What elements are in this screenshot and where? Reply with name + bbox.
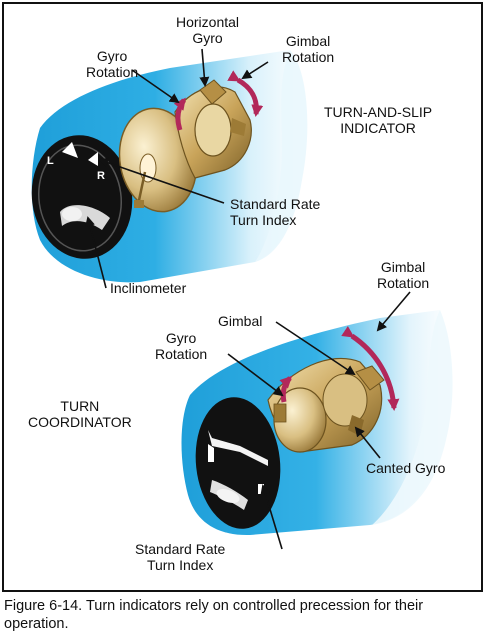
label-turn-coordinator-line1: TURN bbox=[60, 398, 100, 414]
label-horizontal-gyro-line1: Horizontal bbox=[176, 14, 240, 30]
gimbal-rotation-arrow-bottom bbox=[341, 326, 400, 411]
label-gyro-rotation-top: Gyro Rotation bbox=[86, 48, 138, 80]
gyro-rotation-arrow-top bbox=[173, 97, 187, 131]
label-gimbal-rotation-bottom-line2: Rotation bbox=[377, 275, 430, 291]
gyro-rotation-arrow-bottom bbox=[279, 375, 293, 403]
label-standard-rate-turn-index-bottom: Standard Rate Turn Index bbox=[135, 541, 225, 573]
figure-caption: Figure 6-14. Turn indicators rely on con… bbox=[4, 598, 424, 632]
label-std-rate-top-line2: Turn Index bbox=[230, 212, 297, 228]
label-gyro-rotation-bottom: Gyro Rotation bbox=[155, 330, 207, 362]
label-inclinometer: Inclinometer bbox=[110, 280, 187, 296]
label-gimbal-rotation-bottom-line1: Gimbal bbox=[380, 259, 426, 275]
gimbal-rotation-arrow-top bbox=[227, 70, 264, 117]
label-standard-rate-turn-index-top: Standard Rate Turn Index bbox=[230, 196, 320, 228]
label-turn-coordinator-line2: COORDINATOR bbox=[28, 414, 132, 430]
label-turn-and-slip-indicator: TURN-AND-SLIP INDICATOR bbox=[324, 104, 432, 136]
turn-coordinator-dial bbox=[195, 397, 281, 529]
dial-left-letter: L bbox=[47, 155, 54, 167]
label-gimbal-rotation-top-line1: Gimbal bbox=[285, 33, 331, 49]
label-horizontal-gyro: Horizontal Gyro bbox=[176, 14, 239, 46]
label-turn-and-slip-line1: TURN-AND-SLIP bbox=[324, 104, 433, 120]
leader-lines-top bbox=[85, 48, 269, 289]
label-gimbal-rotation-bottom: Gimbal Rotation bbox=[377, 259, 429, 291]
label-gyro-rotation-bottom-line1: Gyro bbox=[165, 330, 197, 346]
label-gyro-rotation-bottom-line2: Rotation bbox=[155, 346, 208, 362]
label-horizontal-gyro-line2: Gyro bbox=[192, 30, 223, 46]
label-gimbal-rotation-top: Gimbal Rotation bbox=[282, 33, 334, 65]
label-gimbal-rotation-top-line2: Rotation bbox=[282, 49, 335, 65]
dial-right-letter: R bbox=[97, 170, 105, 182]
label-std-rate-bottom-line2: Turn Index bbox=[146, 557, 214, 573]
label-canted-gyro: Canted Gyro bbox=[366, 460, 446, 476]
label-turn-and-slip-line2: INDICATOR bbox=[340, 120, 416, 136]
label-gyro-rotation-top-line1: Gyro bbox=[96, 48, 128, 64]
label-gyro-rotation-top-line2: Rotation bbox=[86, 64, 139, 80]
label-gimbal: Gimbal bbox=[218, 313, 263, 329]
label-std-rate-top-line1: Standard Rate bbox=[230, 196, 321, 212]
label-std-rate-bottom-line1: Standard Rate bbox=[135, 541, 226, 557]
label-turn-coordinator: TURN COORDINATOR bbox=[28, 398, 132, 430]
leader-lines-bottom bbox=[227, 291, 411, 550]
